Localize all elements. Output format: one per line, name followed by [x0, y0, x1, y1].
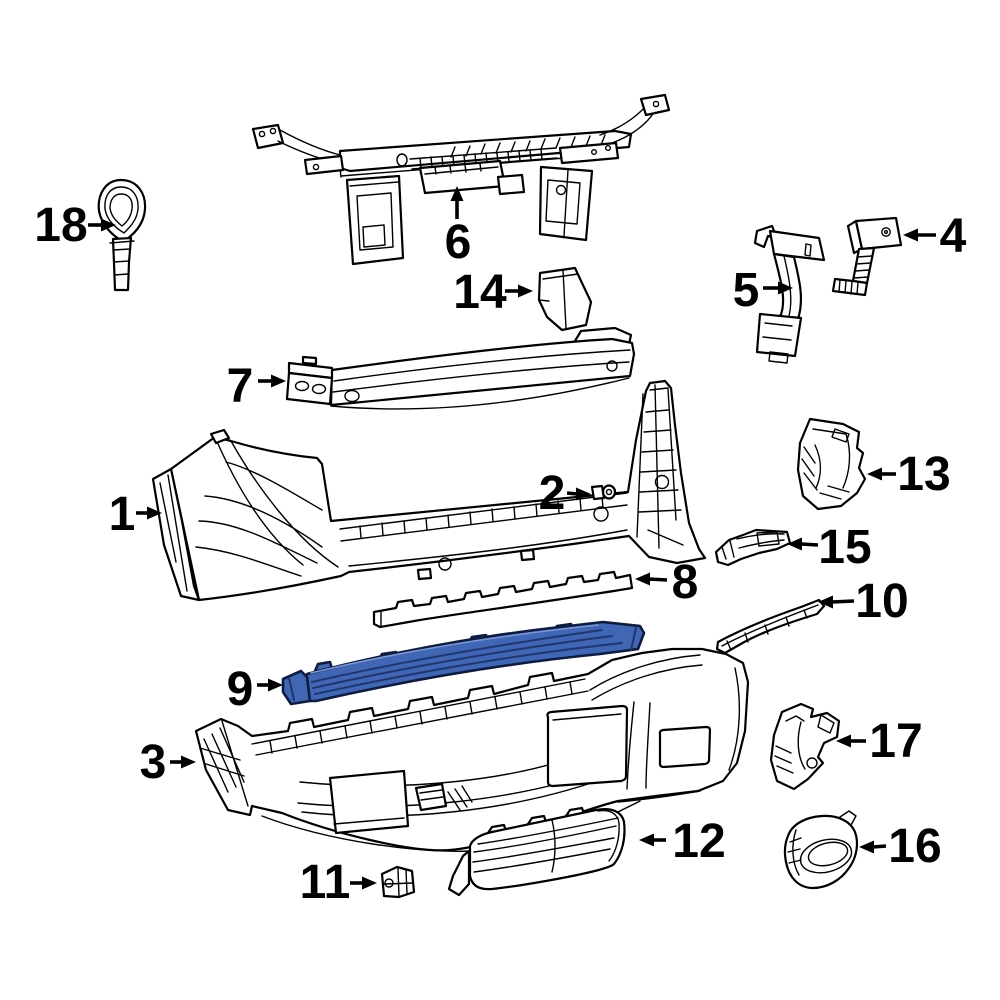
callout-label-1: 1 [109, 488, 136, 541]
part-3-lower-bumper-cover [194, 647, 750, 852]
callout-7: 7 [227, 360, 286, 413]
callout-label-12: 12 [672, 815, 725, 868]
callout-label-14: 14 [453, 266, 507, 319]
callout-label-15: 15 [818, 521, 871, 574]
callout-label-5: 5 [733, 264, 760, 317]
callout-15: 15 [787, 521, 872, 574]
part-11-clip [380, 865, 416, 899]
arrow-icon [867, 467, 882, 481]
part-4-bracket [831, 216, 903, 297]
arrow-icon [778, 281, 793, 295]
part-12-lower-applique [447, 806, 626, 897]
callout-label-6: 6 [445, 216, 472, 269]
callout-label-10: 10 [855, 575, 908, 628]
callout-13: 13 [867, 448, 951, 501]
callout-11: 11 [300, 856, 377, 909]
arrow-icon [859, 840, 874, 854]
arrow-icon [836, 734, 851, 748]
arrow-icon [268, 678, 283, 692]
callout-label-2: 2 [539, 467, 566, 520]
part-13-side-bracket [796, 417, 867, 511]
callout-4: 4 [903, 210, 967, 263]
callout-2: 2 [539, 467, 591, 520]
arrow-icon [450, 186, 464, 201]
arrow-icon [818, 595, 833, 609]
arrow-icon [787, 537, 802, 551]
part-14-support-bracket [537, 266, 593, 332]
callout-label-16: 16 [888, 820, 941, 873]
arrow-icon [639, 833, 654, 847]
arrow-icon [576, 487, 591, 501]
part-2-screw [590, 484, 617, 501]
callout-label-17: 17 [869, 715, 922, 768]
callout-label-9: 9 [227, 663, 254, 716]
callout-17: 17 [836, 715, 923, 768]
callout-6: 6 [445, 186, 472, 269]
part-1-upper-bumper-cover [151, 379, 707, 602]
callout-12: 12 [639, 815, 726, 868]
part-17-side-support [769, 702, 841, 791]
callout-label-18: 18 [34, 199, 87, 252]
arrow-icon [147, 506, 162, 520]
arrow-icon [362, 876, 377, 890]
part-5-side-bracket [753, 224, 826, 364]
step-pad-end-cap [281, 669, 312, 706]
callout-label-8: 8 [672, 556, 699, 609]
callout-1: 1 [109, 488, 162, 541]
arrow-icon [181, 755, 196, 769]
callout-8: 8 [635, 556, 698, 609]
arrow-icon [271, 374, 286, 388]
arrow-icon [635, 572, 650, 586]
callout-9: 9 [227, 663, 283, 716]
part-8-sight-shield [372, 570, 634, 629]
step-pad-body [302, 620, 646, 703]
part-7-impact-bar [285, 326, 636, 410]
callout-10: 10 [818, 575, 909, 628]
arrow-icon [518, 284, 533, 298]
part-18-tow-hook [97, 178, 147, 292]
arrow-icon [903, 228, 918, 242]
callout-14: 14 [453, 266, 533, 319]
callout-16: 16 [859, 820, 942, 873]
callout-label-4: 4 [940, 210, 967, 263]
callout-5: 5 [733, 264, 793, 317]
part-6-mounting-bracket-assembly [251, 93, 671, 266]
callout-label-7: 7 [227, 360, 254, 413]
part-9-step-pad-highlighted [281, 620, 646, 706]
callout-3: 3 [140, 736, 196, 789]
part-15-rail-bracket [714, 528, 792, 567]
callout-18: 18 [34, 199, 116, 252]
callout-label-3: 3 [140, 736, 167, 789]
part-16-exhaust-bezel [783, 810, 859, 890]
callout-label-11: 11 [300, 856, 351, 909]
callout-label-13: 13 [897, 448, 950, 501]
arrow-icon [101, 218, 116, 232]
part-10-lower-support [715, 598, 826, 655]
